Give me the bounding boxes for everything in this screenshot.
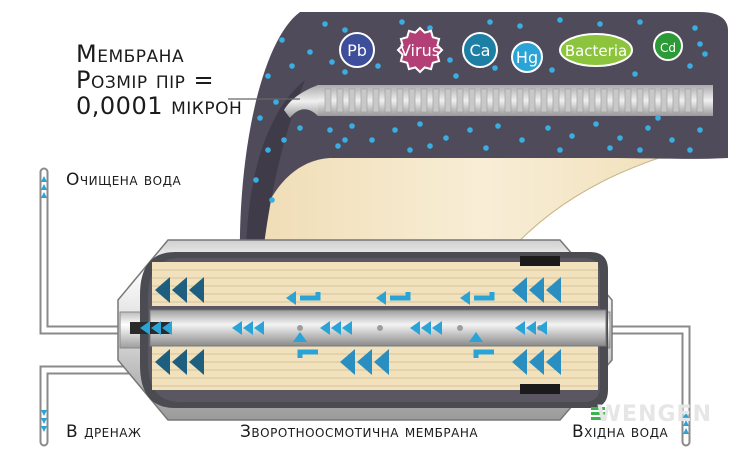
water-molecule <box>545 125 551 131</box>
water-molecule <box>645 125 651 131</box>
cadmium-ion-circle: Cd <box>653 31 683 61</box>
feed-flow-arrows <box>155 277 561 375</box>
water-molecule <box>281 137 287 143</box>
water-molecule <box>687 63 693 69</box>
water-molecule <box>495 123 501 129</box>
radial-flow-arrows <box>297 292 495 358</box>
water-molecule <box>702 51 708 57</box>
water-molecule <box>322 21 328 27</box>
membrane-label-pore-size: Розмір пір = <box>76 66 215 94</box>
water-molecule <box>492 65 498 71</box>
water-molecule <box>483 145 489 151</box>
contaminant-label: Bacteria <box>565 42 627 60</box>
water-molecule <box>279 37 285 43</box>
calcium-ion-circle: Ca <box>462 32 498 68</box>
water-molecule <box>593 121 599 127</box>
water-molecule <box>557 147 563 153</box>
water-molecule <box>427 25 433 31</box>
water-molecule <box>273 99 279 105</box>
contaminant-label: Virus <box>400 41 440 60</box>
water-molecule <box>427 143 433 149</box>
water-molecule <box>443 135 449 141</box>
water-molecule <box>342 27 348 33</box>
water-molecule <box>607 145 613 151</box>
water-molecule <box>549 67 555 73</box>
permeate-flow-arrows <box>140 321 547 335</box>
housing-curl-dark <box>239 12 729 262</box>
water-molecule <box>375 63 381 69</box>
water-molecule <box>519 137 525 143</box>
water-molecule <box>697 41 703 47</box>
contaminant-label: Pb <box>347 41 367 60</box>
watermark-text: WENGEN <box>596 402 712 427</box>
virus-gear: Virus <box>396 26 444 74</box>
water-molecule <box>369 137 375 143</box>
water-molecule <box>257 115 263 121</box>
water-molecule <box>253 177 259 183</box>
mercury-ion-circle: Hg <box>511 41 543 73</box>
contaminant-label: Cd <box>660 41 676 55</box>
water-molecule <box>307 49 313 55</box>
lead-ion-circle: Pb <box>339 32 375 68</box>
clean-water-label: Очищена вода <box>66 170 182 190</box>
water-molecule <box>487 19 493 25</box>
contaminant-particles: Pb Virus Ca Hg Bacteria Cd <box>339 26 683 74</box>
water-molecule <box>417 121 423 127</box>
water-molecule <box>392 127 398 133</box>
water-molecule <box>467 127 473 133</box>
water-molecule <box>692 25 698 31</box>
watermark-logo-mark <box>591 407 605 420</box>
water-molecule <box>517 23 523 29</box>
water-molecule <box>349 123 355 129</box>
water-molecule <box>447 57 453 63</box>
water-molecule <box>697 127 703 133</box>
membrane-label-pore-value: 0,0001 мікрон <box>76 92 243 120</box>
water-molecule <box>637 147 643 153</box>
water-molecule <box>289 63 295 69</box>
water-molecule <box>655 115 661 121</box>
water-molecule <box>342 137 348 143</box>
membrane-pores <box>324 88 704 113</box>
water-molecule <box>327 127 333 133</box>
water-molecule <box>342 69 348 75</box>
water-molecule <box>399 19 405 25</box>
water-molecule <box>453 73 459 79</box>
water-molecule <box>269 197 275 203</box>
pipe-flow-arrows <box>41 176 689 434</box>
membrane-label-title: Мембрана <box>76 40 185 68</box>
inlet-water-label: Вхідна вода <box>572 422 669 442</box>
water-molecule-dots <box>253 17 708 203</box>
drain-label: В дренаж <box>66 422 142 442</box>
water-molecule <box>297 125 303 131</box>
water-molecule <box>597 21 603 27</box>
water-molecule <box>617 135 623 141</box>
membrane-strip <box>318 85 713 116</box>
bacteria-blob: Bacteria <box>559 33 633 67</box>
water-molecule <box>265 73 271 79</box>
water-molecule <box>569 133 575 139</box>
water-molecule <box>637 19 643 25</box>
contaminant-label: Ca <box>470 41 491 60</box>
water-molecule <box>632 71 638 77</box>
water-molecule <box>557 17 563 23</box>
contaminant-label: Hg <box>516 48 538 67</box>
water-molecule <box>265 147 271 153</box>
water-molecule <box>669 137 675 143</box>
water-molecule <box>687 147 693 153</box>
water-molecule <box>407 147 413 153</box>
magnified-membrane-panel: Pb Virus Ca Hg Bacteria Cd <box>239 12 729 263</box>
ro-membrane-label: Зворотноосмотична мембрана <box>240 422 479 442</box>
water-molecule <box>335 143 341 149</box>
water-molecule <box>329 59 335 65</box>
